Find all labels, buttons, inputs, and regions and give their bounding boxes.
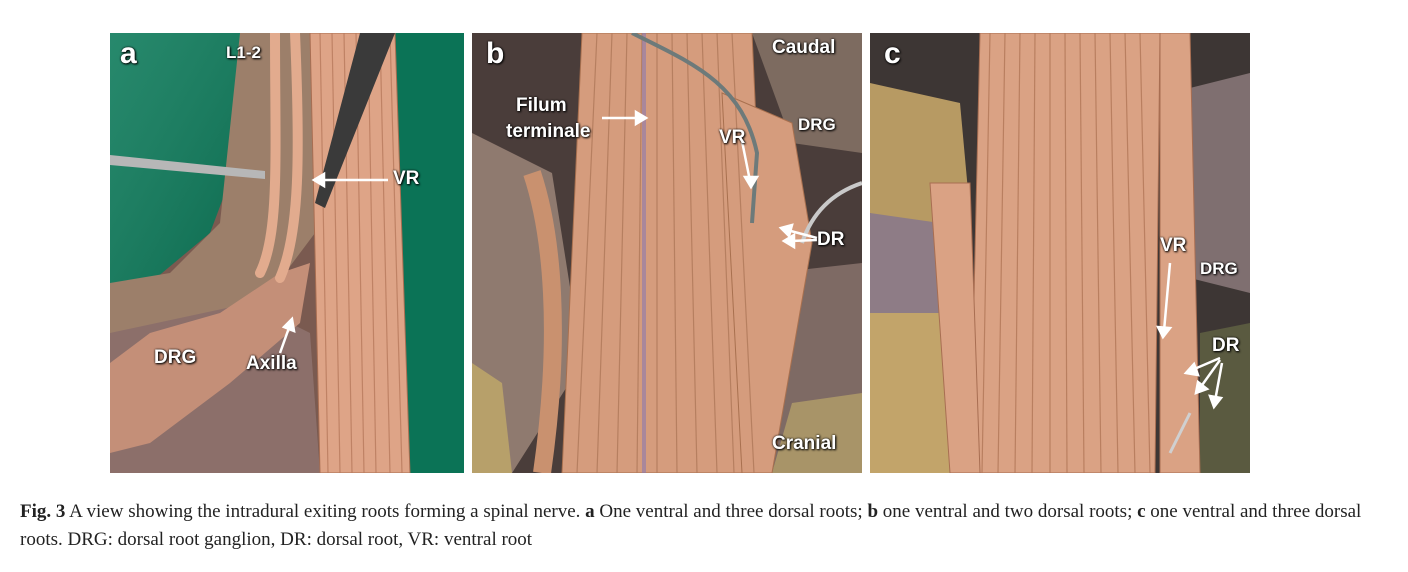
label-caudal: Caudal — [772, 37, 836, 58]
label-filum-line1: Filum — [516, 95, 567, 116]
caption-fig-label: Fig. 3 — [20, 501, 66, 522]
caption-letter-c: c — [1137, 501, 1146, 522]
panel-letter-c: c — [884, 37, 901, 70]
label-filum-line2: terminale — [506, 121, 591, 142]
panel-a-photo — [110, 33, 464, 473]
label-axilla: Axilla — [246, 353, 297, 374]
panel-c-photo — [870, 33, 1250, 473]
figure-caption: Fig. 3 A view showing the intradural exi… — [20, 498, 1390, 554]
figure: a L1-2 VR DRG Axilla — [110, 33, 1250, 473]
panel-b-photo — [472, 33, 862, 473]
label-drg-b: DRG — [798, 115, 836, 134]
caption-letter-b: b — [867, 501, 879, 522]
label-cranial: Cranial — [772, 433, 837, 454]
label-dr-b: DR — [817, 229, 845, 250]
panel-a: a L1-2 VR DRG Axilla — [110, 33, 464, 473]
label-level: L1-2 — [226, 43, 261, 62]
label-drg-a: DRG — [154, 347, 197, 368]
caption-letter-a: a — [585, 501, 595, 522]
panel-b: b Caudal Filum terminale VR DRG DR Crani… — [472, 33, 862, 473]
caption-text-2: One ventral and three dorsal roots; — [599, 501, 863, 522]
caption-text-3: one ventral and two dorsal roots; — [882, 501, 1133, 522]
caption-text-1: A view showing the intradural exiting ro… — [69, 501, 581, 522]
panel-letter-b: b — [486, 37, 505, 70]
label-vr-a: VR — [393, 168, 420, 189]
label-vr-b: VR — [719, 127, 746, 148]
panel-letter-a: a — [120, 37, 137, 70]
label-vr-c: VR — [1160, 235, 1187, 256]
label-drg-c: DRG — [1200, 259, 1238, 278]
caption-text-4: one ventral and three dorsal roots. DRG:… — [20, 501, 1362, 550]
label-dr-c: DR — [1212, 335, 1240, 356]
panel-c: c VR DRG DR — [870, 33, 1250, 473]
